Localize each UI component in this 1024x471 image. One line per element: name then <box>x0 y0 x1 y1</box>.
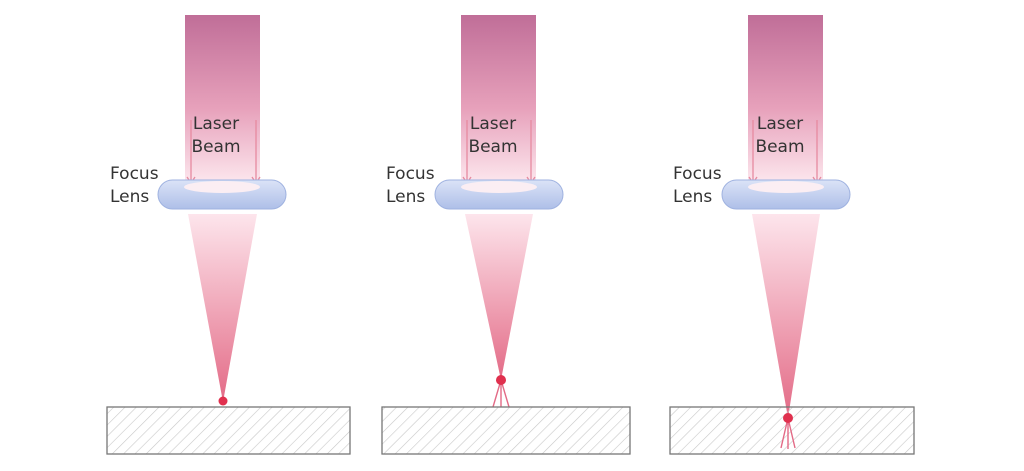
diverging-beam <box>780 417 796 449</box>
svg-text:Laser: Laser <box>193 114 239 134</box>
svg-text:Laser: Laser <box>757 114 803 134</box>
focus-lens <box>157 179 287 210</box>
focal-point-icon <box>218 396 228 406</box>
svg-text:Lens: Lens <box>110 187 149 207</box>
lens-label: Focus Lens <box>110 164 159 207</box>
focal-point-icon <box>496 375 506 385</box>
svg-text:Focus: Focus <box>673 164 722 184</box>
panel-focus-above-surface: Laser Beam Focus Lens <box>381 15 631 455</box>
svg-text:Beam: Beam <box>755 137 804 157</box>
svg-text:Lens: Lens <box>673 187 712 207</box>
lens-label: Focus Lens <box>386 164 435 207</box>
workpiece <box>106 406 351 455</box>
laser-beam <box>461 15 536 185</box>
beam-label: Laser Beam <box>755 114 804 157</box>
svg-text:Focus: Focus <box>110 164 159 184</box>
svg-text:Focus: Focus <box>386 164 435 184</box>
arrow-down-icon <box>462 120 536 185</box>
focused-beam-cone <box>752 214 820 418</box>
laser-beam <box>185 15 260 185</box>
beam-label: Laser Beam <box>191 114 240 157</box>
panel-focus-on-surface: Laser Beam Focus Lens <box>106 15 351 455</box>
panel-focus-below-surface: Laser Beam Focus Lens <box>669 15 915 455</box>
svg-text:Laser: Laser <box>470 114 516 134</box>
svg-text:Lens: Lens <box>386 187 425 207</box>
focused-beam-cone <box>465 214 533 380</box>
beam-label: Laser Beam <box>468 114 517 157</box>
focused-beam-cone <box>188 214 257 402</box>
lens-label: Focus Lens <box>673 164 722 207</box>
workpiece <box>669 406 915 455</box>
focus-lens <box>434 179 564 210</box>
focal-point-icon <box>783 413 793 423</box>
svg-text:Beam: Beam <box>191 137 240 157</box>
arrow-down-icon <box>186 120 261 185</box>
workpiece <box>381 406 631 455</box>
focus-lens <box>721 179 851 210</box>
laser-beam <box>748 15 823 185</box>
svg-text:Beam: Beam <box>468 137 517 157</box>
